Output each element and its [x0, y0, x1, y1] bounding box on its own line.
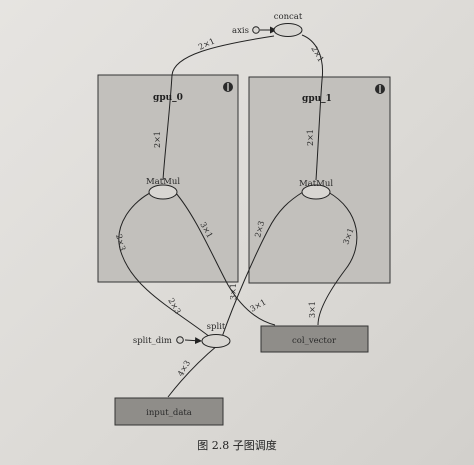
input-data-node[interactable] — [114, 397, 224, 426]
col-vector-label: col_vector — [292, 336, 337, 346]
gpu-0-title: gpu_0 — [153, 93, 183, 103]
splitdim-const-node[interactable] — [176, 336, 184, 344]
edge-matmul0-to-concat — [162, 35, 275, 181]
matmul-1-node[interactable] — [301, 184, 331, 200]
edge-label-col-out-1: 3×1 — [308, 301, 317, 318]
edge-matmul1-to-concat — [301, 34, 324, 181]
edge-split-to-matmul1 — [221, 191, 304, 338]
edge-label-split-matmul1: 2×3 — [253, 220, 266, 239]
split-dim-label: split_dim — [133, 336, 172, 346]
matmul-0-label: MatMul — [146, 177, 180, 187]
edge-col-to-matmul0 — [174, 191, 276, 326]
figure-caption: 图 2.8 子图调度 — [197, 438, 277, 452]
gpu-0-collapse-icon[interactable] — [223, 82, 233, 92]
concat-node[interactable] — [273, 23, 303, 37]
gpu-1-collapse-icon[interactable] — [375, 84, 385, 94]
edge-label-split-matmul0: 2×3 — [114, 233, 127, 252]
matmul-1-label: MatMul — [299, 179, 333, 189]
split-node[interactable] — [201, 334, 231, 348]
matmul-0-node[interactable] — [148, 184, 178, 200]
edge-splitdim-to-split — [184, 337, 202, 345]
axis-label: axis — [232, 26, 249, 36]
edge-input-to-split — [167, 344, 219, 398]
gpu-0-box — [97, 74, 239, 283]
edge-split-to-matmul0 — [118, 191, 211, 338]
edge-label-col-out-0: 3×1 — [229, 283, 238, 300]
col-vector-node[interactable] — [260, 325, 369, 353]
gpu-1-title: gpu_1 — [302, 94, 332, 104]
edge-label-input-split: 4×3 — [176, 359, 192, 378]
concat-label: concat — [274, 12, 303, 22]
edge-label-split-out: 2×3 — [166, 297, 182, 316]
input-data-label: input_data — [146, 408, 192, 418]
edge-col-to-matmul1 — [317, 191, 358, 326]
edge-label-matmul1-out: 2×1 — [306, 129, 315, 146]
split-label: split — [207, 322, 226, 332]
axis-const-node[interactable] — [252, 26, 260, 34]
edge-label-matmul0-out: 2×1 — [153, 131, 162, 148]
edge-label-gpu1-concat: 2×1 — [309, 45, 325, 64]
edge-label-col-out-mid: 3×1 — [249, 297, 268, 313]
